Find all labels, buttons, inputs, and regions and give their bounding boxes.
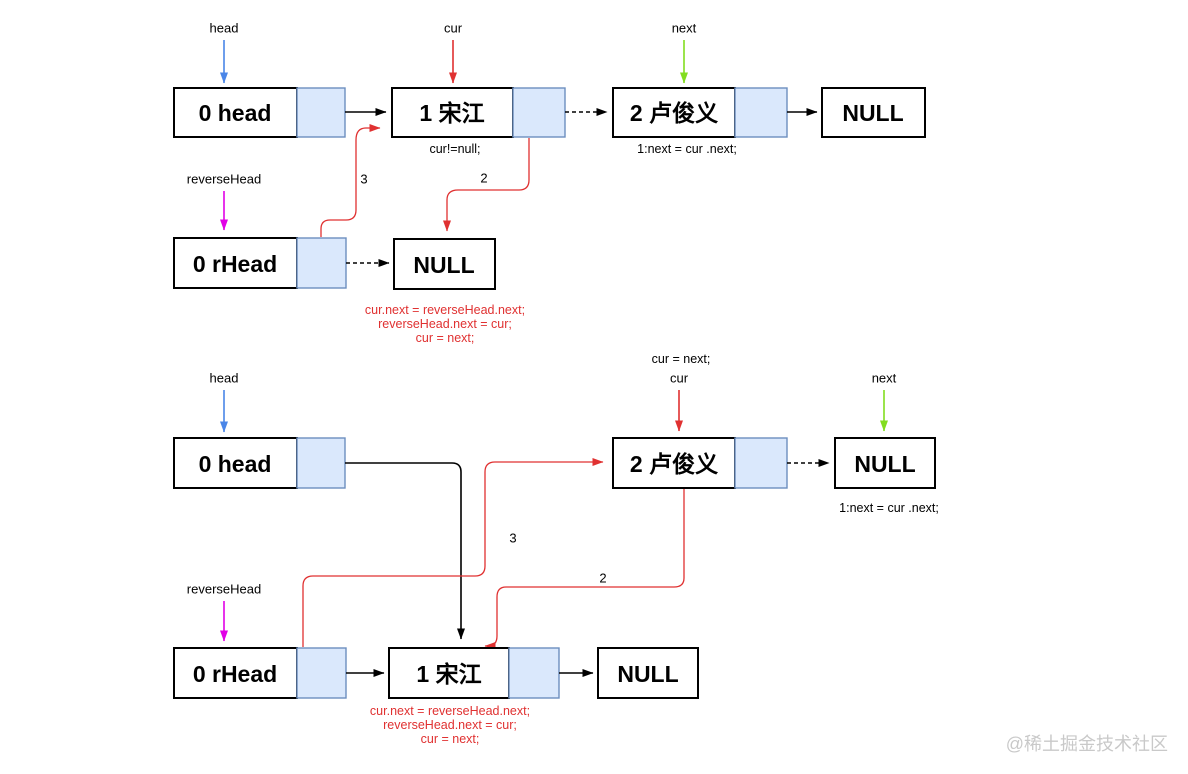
- top-node-null-rhead-box: [393, 238, 496, 290]
- bottom-code-line-3: cur = next;: [421, 732, 480, 746]
- top-node-songjiang-value-cell: [391, 87, 514, 138]
- top-node-rhead-text: 0 rHead: [193, 251, 277, 277]
- top-next-pointer-label: next: [672, 21, 697, 36]
- top-loop-condition-text: cur!=null;: [429, 142, 480, 156]
- bottom-link-head-to-songjiang-path: [345, 462, 465, 640]
- top-node-lujunyi-pointer-cell: [734, 87, 788, 138]
- bottom-node-null-rhead-box: [597, 647, 699, 699]
- bottom-node-null-rhead-text: NULL: [617, 661, 678, 687]
- bottom-diagram-state-2: head cur = next; cur next 0 head 2 卢俊义 N…: [173, 352, 939, 746]
- bottom-node-null-list-box: [834, 437, 936, 489]
- bottom-code-line-2: reverseHead.next = cur;: [383, 718, 517, 732]
- top-code-line-1: cur.next = reverseHead.next;: [365, 303, 525, 317]
- bottom-code-line-1: cur.next = reverseHead.next;: [370, 704, 530, 718]
- bottom-node-songjiang-value-cell: [388, 647, 510, 699]
- bottom-node-rhead-value-cell: [173, 647, 298, 699]
- bottom-step2-red-path: [484, 489, 685, 650]
- bottom-cur-assign-text: cur = next;: [652, 352, 711, 366]
- bottom-node-rhead-text: 0 rHead: [193, 661, 277, 687]
- top-code-line-3: cur = next;: [416, 331, 475, 345]
- top-node-head-pointer-cell: [296, 87, 346, 138]
- top-node-rhead-pointer-cell: [296, 237, 347, 289]
- top-step2-red-path: [443, 138, 530, 232]
- bottom-node-head-value-cell: [173, 437, 298, 489]
- bottom-step1-annotation-text: 1:next = cur .next;: [839, 501, 939, 515]
- top-reversehead-pointer-label: reverseHead: [187, 172, 261, 187]
- bottom-head-pointer-label: head: [210, 371, 239, 386]
- bottom-cur-pointer-label: cur: [670, 371, 689, 386]
- bottom-node-head-text: 0 head: [199, 451, 272, 477]
- bottom-step2-number: 2: [599, 571, 606, 586]
- top-node-head-value-cell: [173, 87, 298, 138]
- top-node-lujunyi-text: 2 卢俊义: [630, 100, 718, 126]
- top-node-head-text: 0 head: [199, 100, 272, 126]
- bottom-step3-number: 3: [509, 531, 516, 546]
- top-diagram-state-1: head cur next 0 head 1 宋江 2 卢俊义 NULL cur…: [173, 21, 926, 345]
- bottom-step3-red-path: [302, 458, 604, 647]
- bottom-node-songjiang-text: 1 宋江: [416, 661, 481, 687]
- top-node-rhead-value-cell: [173, 237, 298, 289]
- bottom-node-lujunyi-text: 2 卢俊义: [630, 451, 718, 477]
- top-cur-pointer-label: cur: [444, 21, 463, 36]
- top-node-null-list-text: NULL: [842, 100, 903, 126]
- top-node-songjiang-pointer-cell: [512, 87, 566, 138]
- bottom-node-songjiang-pointer-cell: [508, 647, 560, 699]
- bottom-reversehead-pointer-label: reverseHead: [187, 582, 261, 597]
- bottom-node-head-pointer-cell: [296, 437, 346, 489]
- top-code-line-2: reverseHead.next = cur;: [378, 317, 512, 331]
- top-node-lujunyi-value-cell: [612, 87, 736, 138]
- bottom-next-pointer-label: next: [872, 371, 897, 386]
- juejin-watermark: @稀土掘金技术社区: [1006, 734, 1168, 754]
- top-node-songjiang-text: 1 宋江: [419, 100, 484, 126]
- top-step1-annotation-text: 1:next = cur .next;: [637, 142, 737, 156]
- top-step3-number: 3: [360, 172, 367, 187]
- top-head-pointer-label: head: [210, 21, 239, 36]
- top-step3-red-path: [320, 124, 381, 237]
- bottom-node-null-list-text: NULL: [854, 451, 915, 477]
- bottom-node-lujunyi-pointer-cell: [734, 437, 788, 489]
- bottom-node-rhead-pointer-cell: [296, 647, 347, 699]
- top-node-null-rhead-text: NULL: [413, 252, 474, 278]
- top-node-null-list-box: [821, 87, 926, 138]
- top-step2-number: 2: [480, 171, 487, 186]
